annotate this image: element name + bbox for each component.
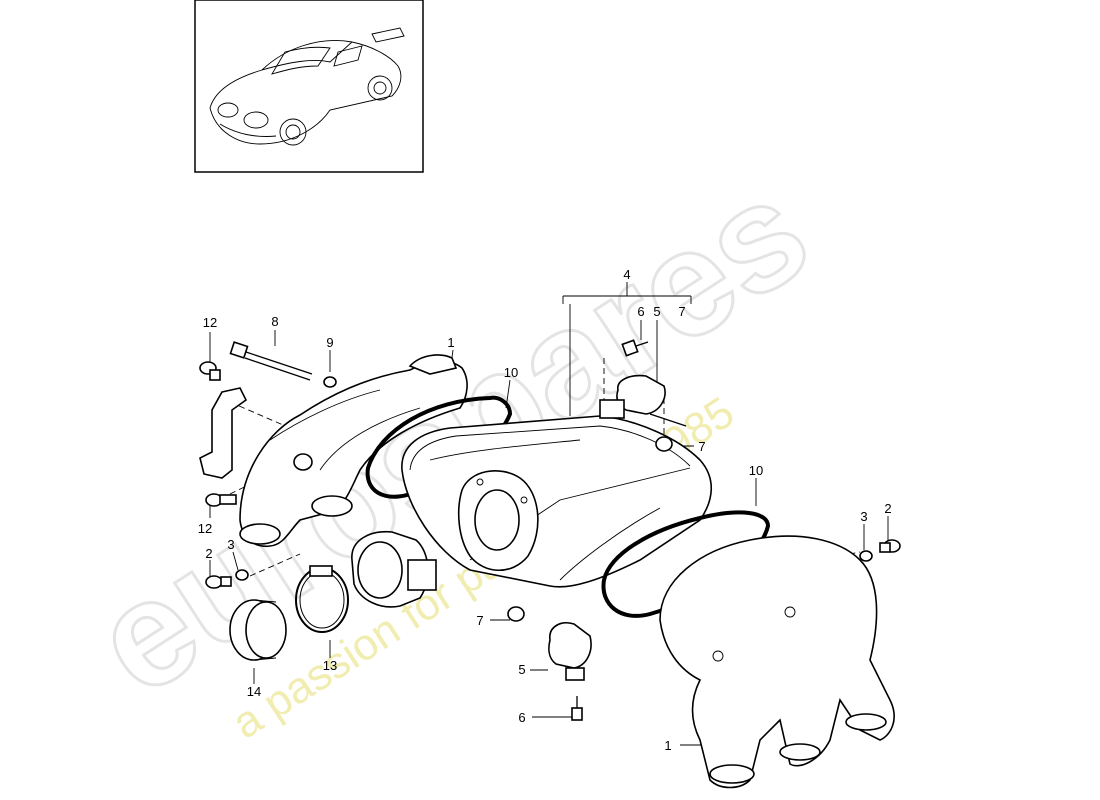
callout-3-left: 3 [227, 537, 234, 552]
part-3-washer-left [235, 569, 249, 581]
callout-10-right: 10 [749, 463, 763, 478]
callout-7-right: 7 [698, 439, 705, 454]
part-5-valve-bottom [548, 622, 592, 681]
porsche-911-car-icon [209, 27, 405, 146]
part-6-bolt-bottom [571, 696, 583, 721]
part-1-intake-manifold-right [659, 535, 895, 789]
part-12-bolt-top [199, 361, 221, 381]
parts [199, 339, 901, 789]
callout-1-top: 1 [447, 335, 454, 350]
part-1-intake-manifold-left [239, 354, 468, 547]
callout-1-bottom: 1 [664, 738, 671, 753]
callout-5-top: 5 [653, 304, 660, 319]
callout-13: 13 [323, 658, 337, 673]
callout-5-bottom: 5 [518, 662, 525, 677]
part-3-washer-right [859, 550, 873, 562]
callout-2-right: 2 [884, 501, 891, 516]
callout-12-top: 12 [203, 315, 217, 330]
callout-6-top: 6 [637, 304, 644, 319]
throttle-body [351, 530, 437, 608]
part-2-bolt-right [879, 539, 901, 553]
callout-12-mid: 12 [198, 521, 212, 536]
callout-10-left: 10 [504, 365, 518, 380]
callout-7-lower: 7 [476, 613, 483, 628]
part-14-sleeve [229, 599, 287, 661]
callout-4: 4 [623, 267, 630, 282]
bracket [199, 387, 248, 479]
callout-7-bracket: 7 [678, 304, 685, 319]
callout-2-left: 2 [205, 546, 212, 561]
part-10-gasket-right [601, 510, 771, 618]
part-12-bolt-mid [205, 493, 237, 507]
part-7-seal-top [655, 436, 673, 452]
part-9-washer [323, 376, 337, 388]
callout-8: 8 [271, 314, 278, 329]
callout-labels: 1 1 2 2 3 3 4 5 5 6 6 7 7 7 8 9 10 10 12… [198, 267, 892, 753]
part-2-bolt-left [205, 575, 232, 589]
part-7-seal-lower [507, 606, 525, 622]
part-13-hose-clamp [295, 565, 349, 633]
callout-9: 9 [326, 335, 333, 350]
part-6-bolt-top [621, 339, 649, 357]
part-10-gasket-left [365, 395, 513, 499]
callout-6-bottom: 6 [518, 710, 525, 725]
callout-14: 14 [247, 684, 261, 699]
thumbnail-box [194, 0, 424, 173]
callout-3-right: 3 [860, 509, 867, 524]
part-5-valve-top [599, 374, 687, 427]
throttle-flange [457, 470, 539, 571]
part-8-bolt [229, 341, 313, 381]
